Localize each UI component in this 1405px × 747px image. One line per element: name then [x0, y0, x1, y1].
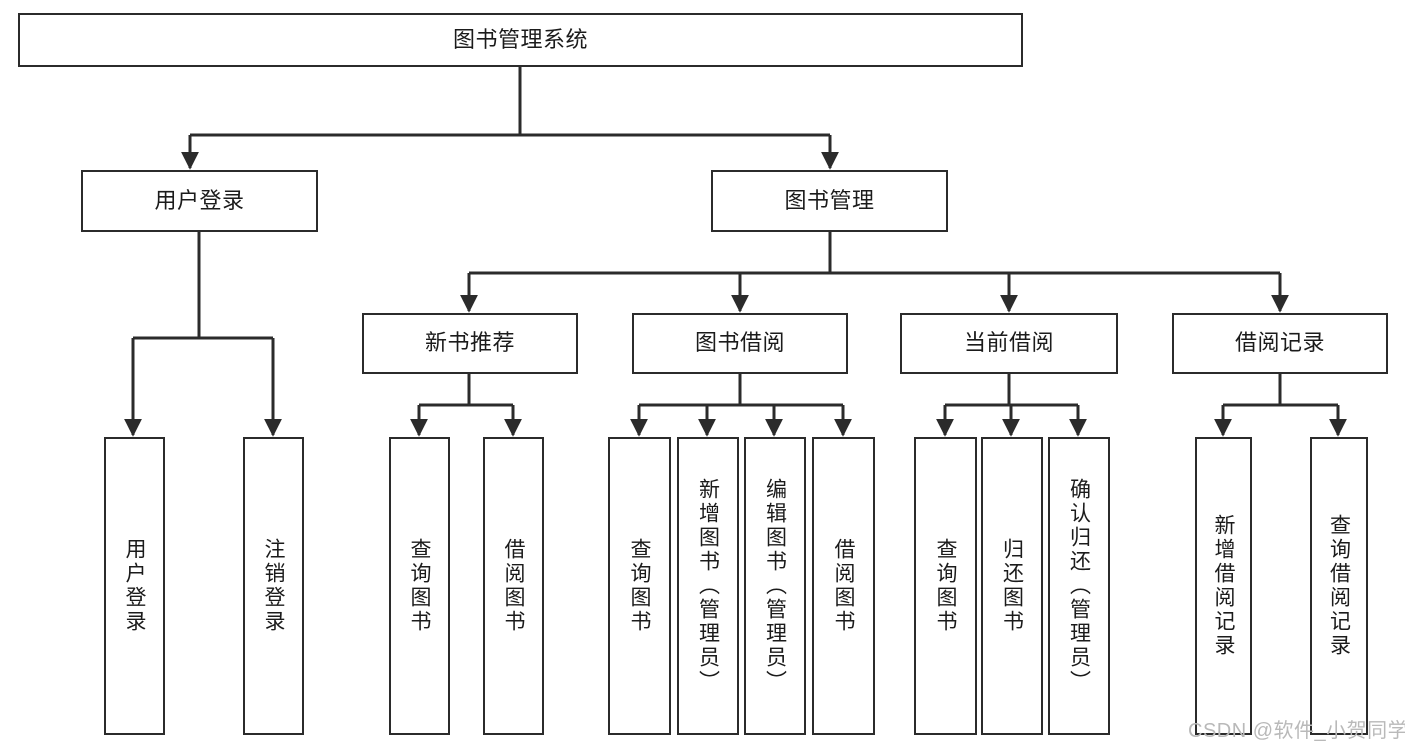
node-new-book-recommend[interactable]: 新书推荐	[362, 313, 578, 374]
node-root-system[interactable]: 图书管理系统	[18, 13, 1023, 67]
node-leaf-borrow-book-2[interactable]: 借阅图书	[812, 437, 875, 735]
node-root-system-label: 图书管理系统	[452, 26, 588, 52]
node-leaf-user-login-label: 用户登录	[123, 538, 147, 634]
node-book-borrow-label: 图书借阅	[694, 330, 785, 356]
node-leaf-query-record-label: 查询借阅记录	[1327, 514, 1351, 658]
node-leaf-add-record[interactable]: 新增借阅记录	[1195, 437, 1252, 735]
node-current-borrow[interactable]: 当前借阅	[900, 313, 1118, 374]
node-leaf-borrow-book-1[interactable]: 借阅图书	[483, 437, 544, 735]
node-leaf-logout-login[interactable]: 注销登录	[243, 437, 304, 735]
node-user-login-label: 用户登录	[154, 187, 245, 213]
node-leaf-add-book[interactable]: 新增图书（管理员）	[677, 437, 739, 735]
node-book-management[interactable]: 图书管理	[711, 170, 948, 232]
csdn-watermark: CSDN @软件_小贺同学	[1188, 720, 1405, 742]
node-leaf-borrow-book-2-label: 借阅图书	[832, 538, 856, 634]
node-book-management-label: 图书管理	[784, 187, 875, 213]
node-leaf-query-book-2-label: 查询图书	[628, 538, 652, 634]
node-leaf-confirm-return-label: 确认归还（管理员）	[1067, 478, 1091, 694]
node-leaf-edit-book[interactable]: 编辑图书（管理员）	[744, 437, 806, 735]
node-new-book-recommend-label: 新书推荐	[424, 330, 515, 356]
node-leaf-query-book-1-label: 查询图书	[408, 538, 432, 634]
node-leaf-edit-book-label: 编辑图书（管理员）	[763, 478, 787, 694]
node-leaf-add-book-label: 新增图书（管理员）	[696, 478, 720, 694]
node-book-borrow[interactable]: 图书借阅	[632, 313, 848, 374]
node-borrow-record-label: 借阅记录	[1234, 330, 1325, 356]
node-leaf-query-book-2[interactable]: 查询图书	[608, 437, 671, 735]
node-leaf-return-book-label: 归还图书	[1000, 538, 1024, 634]
node-leaf-add-record-label: 新增借阅记录	[1212, 514, 1236, 658]
node-user-login[interactable]: 用户登录	[81, 170, 318, 232]
node-leaf-query-record[interactable]: 查询借阅记录	[1310, 437, 1368, 735]
node-leaf-query-book-3-label: 查询图书	[934, 538, 958, 634]
node-current-borrow-label: 当前借阅	[963, 330, 1054, 356]
node-leaf-borrow-book-1-label: 借阅图书	[502, 538, 526, 634]
node-leaf-return-book[interactable]: 归还图书	[981, 437, 1043, 735]
node-leaf-confirm-return[interactable]: 确认归还（管理员）	[1048, 437, 1110, 735]
node-leaf-user-login[interactable]: 用户登录	[104, 437, 165, 735]
node-leaf-logout-login-label: 注销登录	[262, 538, 286, 634]
node-borrow-record[interactable]: 借阅记录	[1172, 313, 1388, 374]
node-leaf-query-book-1[interactable]: 查询图书	[389, 437, 450, 735]
node-leaf-query-book-3[interactable]: 查询图书	[914, 437, 977, 735]
